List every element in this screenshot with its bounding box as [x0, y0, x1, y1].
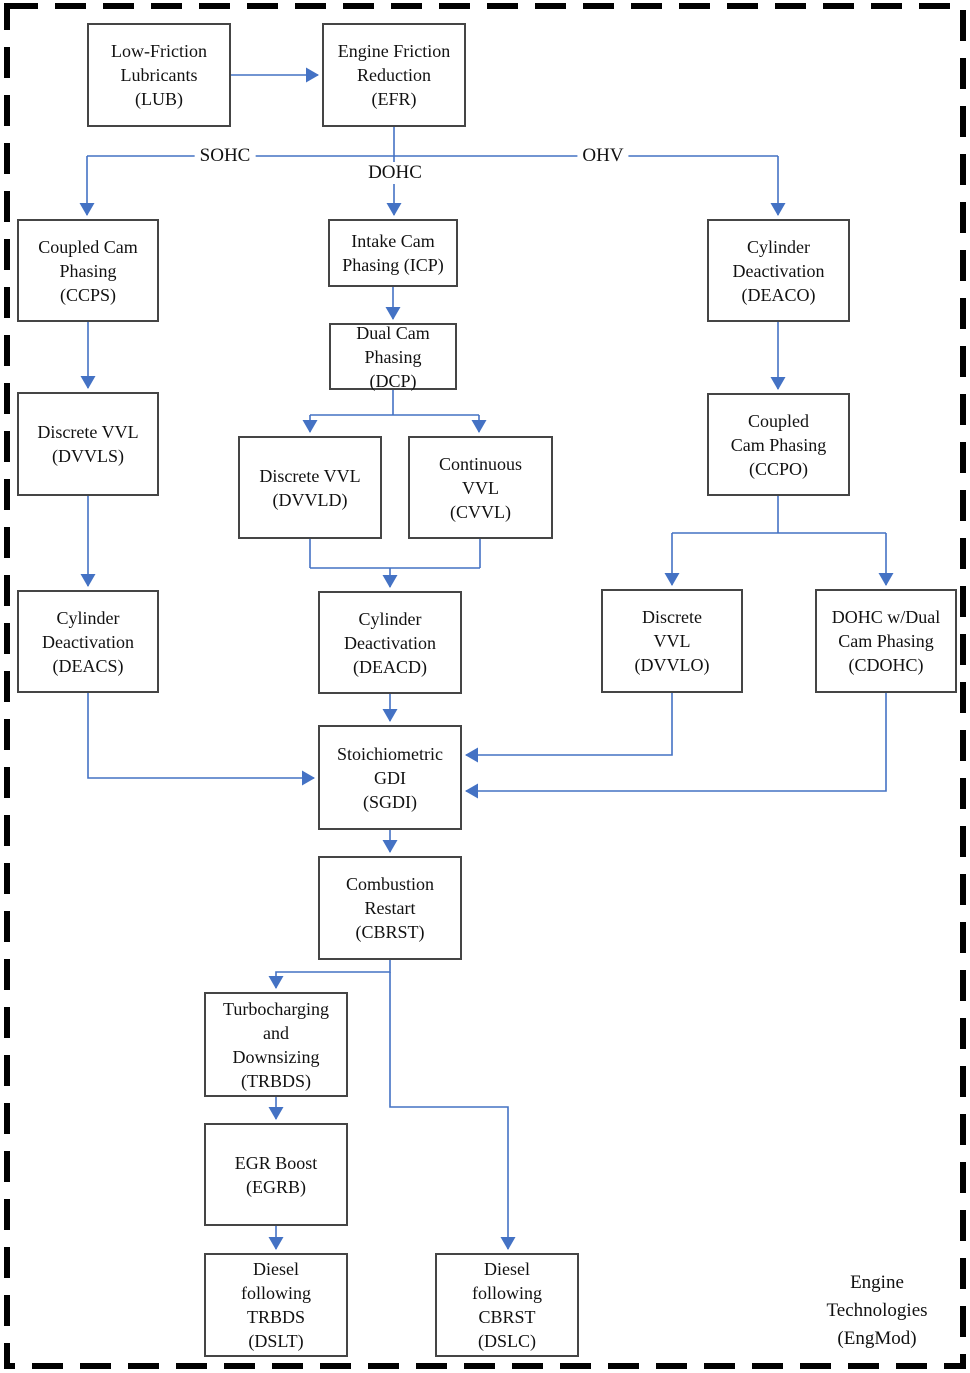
node-dslt: Diesel following TRBDS (DSLT) — [204, 1253, 348, 1357]
node-label: Dual Cam Phasing (DCP) — [356, 322, 430, 391]
node-label: Stoichiometric GDI (SGDI) — [337, 743, 443, 812]
node-label: Diesel following TRBDS (DSLT) — [241, 1259, 311, 1351]
branch-label-ohv: OHV — [577, 145, 629, 167]
node-label: Discrete VVL (DVVLS) — [37, 422, 139, 466]
node-label: Intake Cam Phasing (ICP) — [342, 231, 444, 275]
node-efr: Engine Friction Reduction (EFR) — [322, 23, 466, 127]
dashed-frame — [4, 3, 966, 1369]
node-icp: Intake Cam Phasing (ICP) — [328, 219, 458, 287]
node-label: Discrete VVL (DVVLO) — [634, 607, 710, 675]
node-label: Turbocharging and Downsizing (TRBDS) — [222, 998, 329, 1091]
node-label: Coupled Cam Phasing (CCPS) — [38, 236, 138, 305]
edge-dvvlo-sgdi — [465, 693, 673, 763]
node-label: Diesel following CBRST (DSLC) — [472, 1259, 542, 1351]
node-dvvlo: Discrete VVL (DVVLO) — [601, 589, 743, 693]
node-ccps: Coupled Cam Phasing (CCPS) — [17, 219, 159, 322]
node-label: Cylinder Deactivation (DEACD) — [344, 608, 436, 677]
node-label: EGR Boost (EGRB) — [234, 1152, 318, 1197]
branch-label-dohc: DOHC — [363, 162, 427, 184]
diagram-caption: Engine Technologies (EngMod) — [826, 1269, 927, 1353]
caption-line-1: Engine — [850, 1272, 904, 1293]
node-label: Cylinder Deactivation (DEACS) — [42, 607, 134, 676]
node-sgdi: Stoichiometric GDI (SGDI) — [318, 725, 462, 830]
node-ccpo: Coupled Cam Phasing (CCPO) — [707, 393, 850, 496]
branch-label-sohc: SOHC — [194, 145, 256, 167]
edge-cbrst-trbds — [268, 960, 391, 989]
node-deacs: Cylinder Deactivation (DEACS) — [17, 590, 159, 693]
node-label: Low-Friction Lubricants (LUB) — [111, 41, 207, 109]
caption-line-3: (EngMod) — [837, 1328, 917, 1349]
node-label: Engine Friction Reduction (EFR) — [337, 41, 451, 109]
node-cdohc: DOHC w/Dual Cam Phasing (CDOHC) — [815, 589, 957, 693]
node-dcp: Dual Cam Phasing (DCP) — [329, 322, 457, 391]
node-label: Combustion Restart (CBRST) — [345, 874, 434, 942]
edge-deacs-sgdi — [87, 693, 315, 786]
node-dslc: Diesel following CBRST (DSLC) — [435, 1253, 579, 1357]
node-trbds: Turbocharging and Downsizing (TRBDS) — [204, 992, 348, 1097]
node-deacd: Cylinder Deactivation (DEACD) — [318, 591, 462, 694]
node-cbrst: Combustion Restart (CBRST) — [318, 856, 462, 960]
caption-line-2: Technologies — [826, 1300, 928, 1321]
node-label: Continuous VVL (CVVL) — [438, 453, 522, 522]
node-egrb: EGR Boost (EGRB) — [204, 1123, 348, 1226]
node-lub: Low-Friction Lubricants (LUB) — [87, 23, 231, 127]
node-dvvld: Discrete VVL (DVVLD) — [238, 436, 382, 539]
node-label: Discrete VVL (DVVLD) — [259, 465, 361, 510]
node-label: Cylinder Deactivation (DEACO) — [732, 236, 825, 305]
node-cvvl: Continuous VVL (CVVL) — [408, 436, 553, 539]
node-dvvls: Discrete VVL (DVVLS) — [17, 392, 159, 496]
node-label: Coupled Cam Phasing (CCPO) — [730, 410, 827, 479]
node-label: DOHC w/Dual Cam Phasing (CDOHC) — [831, 607, 941, 675]
edge-cbrst-dslc — [389, 972, 516, 1250]
node-deaco: Cylinder Deactivation (DEACO) — [707, 219, 850, 322]
edge-cdohc-sgdi — [465, 693, 887, 799]
